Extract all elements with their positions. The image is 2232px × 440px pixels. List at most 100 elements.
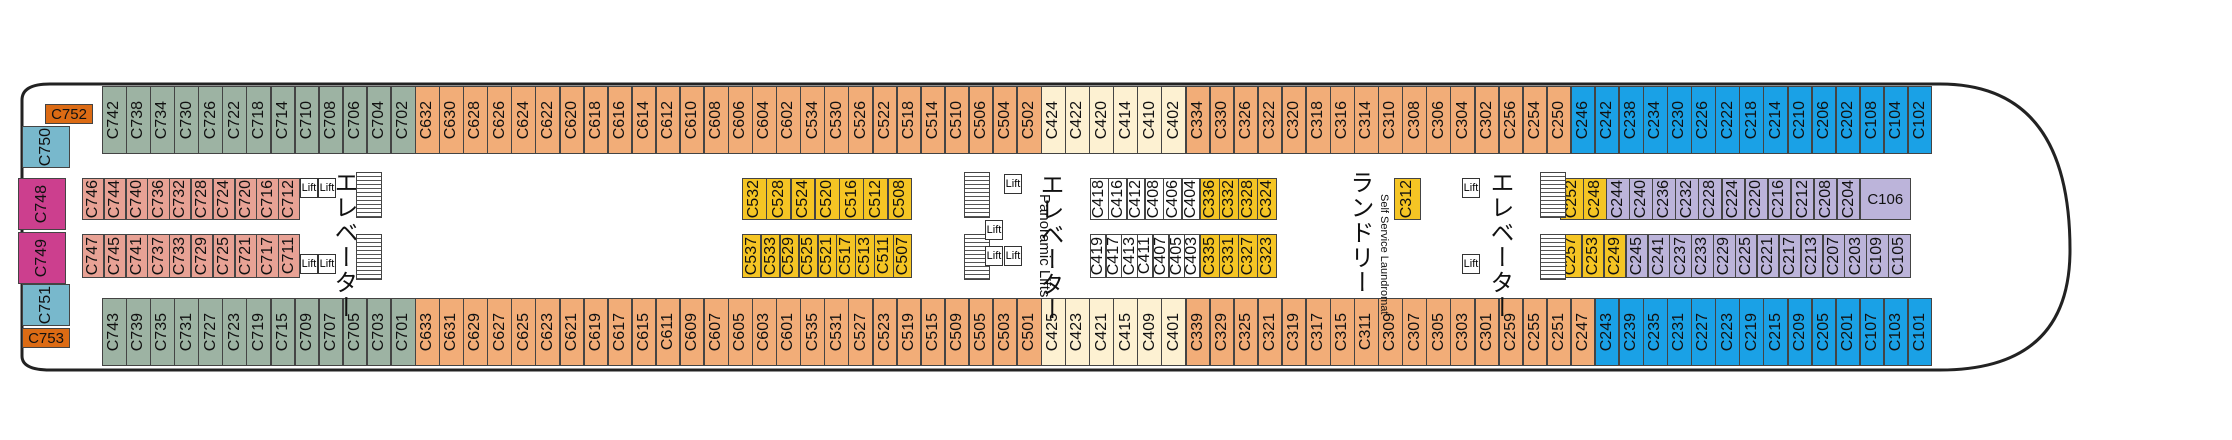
cabin-c228[interactable]: C228 (1698, 178, 1723, 220)
cabin-c314[interactable]: C314 (1354, 86, 1379, 154)
cabin-c523[interactable]: C523 (872, 298, 898, 366)
cabin-c108[interactable]: C108 (1859, 86, 1885, 154)
cabin-c301[interactable]: C301 (1474, 298, 1500, 366)
cabin-c107[interactable]: C107 (1859, 298, 1885, 366)
cabin-c302[interactable]: C302 (1474, 86, 1500, 154)
cabin-c735[interactable]: C735 (150, 298, 175, 366)
cabin-c719[interactable]: C719 (246, 298, 272, 366)
cabin-c315[interactable]: C315 (1330, 298, 1355, 366)
cabin-c232[interactable]: C232 (1675, 178, 1699, 220)
cabin-c732[interactable]: C732 (169, 178, 192, 220)
cabin-c702[interactable]: C702 (390, 86, 416, 154)
cabin-c631[interactable]: C631 (439, 298, 464, 366)
cabin-c415[interactable]: C415 (1113, 298, 1138, 366)
cabin-c209[interactable]: C209 (1787, 298, 1813, 366)
cabin-c721[interactable]: C721 (234, 234, 257, 278)
cabin-c408[interactable]: C408 (1145, 178, 1164, 220)
cabin-c109[interactable]: C109 (1866, 234, 1889, 278)
cabin-c230[interactable]: C230 (1667, 86, 1692, 154)
cabin-c716[interactable]: C716 (256, 178, 279, 220)
cabin-c310[interactable]: C310 (1378, 86, 1403, 154)
cabin-c608[interactable]: C608 (703, 86, 729, 154)
cabin-c606[interactable]: C606 (728, 86, 753, 154)
cabin-c619[interactable]: C619 (583, 298, 609, 366)
cabin-c610[interactable]: C610 (679, 86, 705, 154)
cabin-c618[interactable]: C618 (583, 86, 609, 154)
cabin-c722[interactable]: C722 (222, 86, 247, 154)
cabin-c207[interactable]: C207 (1822, 234, 1845, 278)
cabin-c703[interactable]: C703 (366, 298, 392, 366)
cabin-c529[interactable]: C529 (779, 234, 800, 278)
cabin-c243[interactable]: C243 (1594, 298, 1620, 366)
cabin-c705[interactable]: C705 (342, 298, 368, 366)
cabin-c335[interactable]: C335 (1200, 234, 1220, 278)
cabin-c507[interactable]: C507 (893, 234, 913, 278)
cabin-c723[interactable]: C723 (222, 298, 247, 366)
cabin-c249[interactable]: C249 (1603, 234, 1627, 278)
cabin-c509[interactable]: C509 (944, 298, 970, 366)
cabin-c625[interactable]: C625 (511, 298, 536, 366)
cabin-c405[interactable]: C405 (1168, 234, 1185, 278)
cabin-c248[interactable]: C248 (1583, 178, 1607, 220)
cabin-c216[interactable]: C216 (1767, 178, 1792, 220)
cabin-c237[interactable]: C237 (1669, 234, 1692, 278)
cabin-c744[interactable]: C744 (103, 178, 127, 220)
cabin-c240[interactable]: C240 (1629, 178, 1653, 220)
cabin-c220[interactable]: C220 (1744, 178, 1769, 220)
cabin-c508[interactable]: C508 (887, 178, 913, 220)
cabin-c520[interactable]: C520 (814, 178, 840, 220)
cabin-c336[interactable]: C336 (1200, 178, 1220, 220)
cabin-c517[interactable]: C517 (836, 234, 856, 278)
cabin-c411[interactable]: C411 (1137, 234, 1154, 278)
cabin-c214[interactable]: C214 (1763, 86, 1789, 154)
cabin-c419[interactable]: C419 (1090, 234, 1107, 278)
cabin-c247[interactable]: C247 (1570, 298, 1596, 366)
cabin-c714[interactable]: C714 (270, 86, 296, 154)
cabin-c742[interactable]: C742 (102, 86, 127, 154)
cabin-c710[interactable]: C710 (294, 86, 320, 154)
cabin-c729[interactable]: C729 (191, 234, 214, 278)
cabin-c316[interactable]: C316 (1330, 86, 1355, 154)
cabin-c231[interactable]: C231 (1667, 298, 1692, 366)
cabin-c325[interactable]: C325 (1233, 298, 1259, 366)
cabin-c423[interactable]: C423 (1065, 298, 1090, 366)
cabin-c709[interactable]: C709 (294, 298, 320, 366)
cabin-c510[interactable]: C510 (944, 86, 970, 154)
cabin-c236[interactable]: C236 (1652, 178, 1676, 220)
cabin-c737[interactable]: C737 (147, 234, 170, 278)
cabin-c511[interactable]: C511 (874, 234, 894, 278)
cabin-c418[interactable]: C418 (1090, 178, 1109, 220)
cabin-c526[interactable]: C526 (848, 86, 874, 154)
cabin-c425[interactable]: C425 (1041, 298, 1066, 366)
cabin-c420[interactable]: C420 (1089, 86, 1114, 154)
cabin-c521[interactable]: C521 (817, 234, 837, 278)
cabin-c715[interactable]: C715 (270, 298, 296, 366)
cabin-c607[interactable]: C607 (703, 298, 729, 366)
cabin-c609[interactable]: C609 (679, 298, 705, 366)
cabin-c621[interactable]: C621 (559, 298, 585, 366)
cabin-c616[interactable]: C616 (607, 86, 633, 154)
cabin-c406[interactable]: C406 (1163, 178, 1183, 220)
cabin-c502[interactable]: C502 (1017, 86, 1042, 154)
cabin-c328[interactable]: C328 (1238, 178, 1258, 220)
cabin-c210[interactable]: C210 (1787, 86, 1813, 154)
cabin-c537[interactable]: C537 (742, 234, 762, 278)
cabin-c745[interactable]: C745 (103, 234, 127, 278)
cabin-c250[interactable]: C250 (1546, 86, 1572, 154)
cabin-c102[interactable]: C102 (1907, 86, 1933, 154)
cabin-c309[interactable]: C309 (1378, 298, 1403, 366)
cabin-c630[interactable]: C630 (439, 86, 464, 154)
cabin-c712[interactable]: C712 (278, 178, 301, 220)
cabin-c602[interactable]: C602 (776, 86, 801, 154)
cabin-c628[interactable]: C628 (463, 86, 488, 154)
cabin-c632[interactable]: C632 (415, 86, 440, 154)
cabin-c305[interactable]: C305 (1426, 298, 1451, 366)
cabin-c738[interactable]: C738 (126, 86, 151, 154)
cabin-c105[interactable]: C105 (1888, 234, 1911, 278)
cabin-c753[interactable]: C753 (22, 328, 70, 348)
cabin-c323[interactable]: C323 (1257, 234, 1277, 278)
cabin-c208[interactable]: C208 (1813, 178, 1838, 220)
cabin-c212[interactable]: C212 (1790, 178, 1815, 220)
cabin-c225[interactable]: C225 (1735, 234, 1758, 278)
cabin-c741[interactable]: C741 (125, 234, 148, 278)
